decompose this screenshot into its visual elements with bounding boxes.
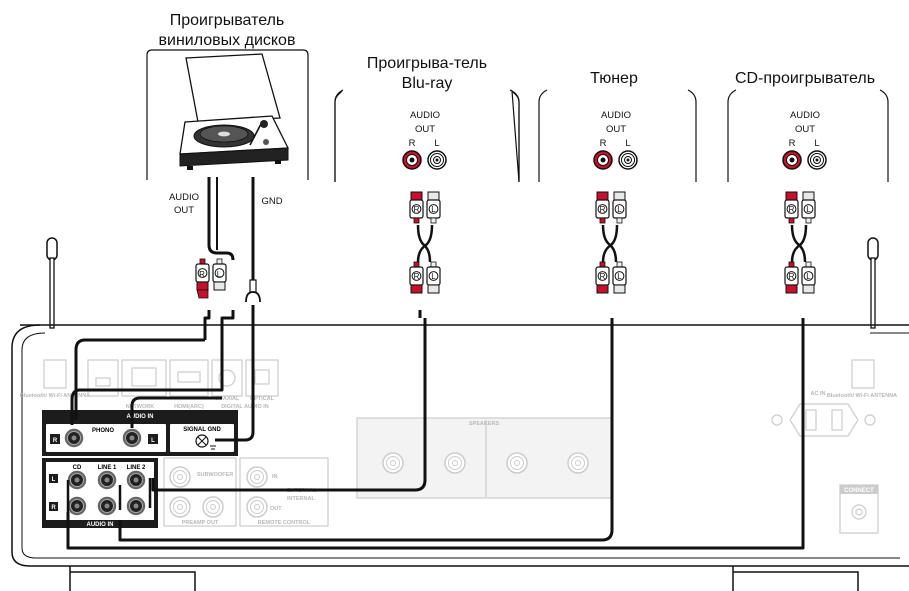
speakers-label: SPEAKERS (469, 421, 500, 427)
phono-r-jack (63, 427, 85, 449)
subwoofer-label: SUBWOOFER (197, 472, 233, 478)
tuner-jack-out: OUT (606, 124, 626, 135)
internal-label: INTERNAL (287, 496, 315, 502)
bluray-title-line2: Blu-ray (402, 75, 453, 92)
line1-label: LINE 1 (98, 465, 117, 471)
phono-l-cable (130, 396, 222, 428)
cd-top-plug-r: R (789, 205, 795, 214)
cd-plug-pair-top: R L (784, 191, 816, 224)
cables (66, 177, 808, 550)
bluray-plug-pair-bottom: R L (409, 261, 441, 294)
phono-label: PHONO (92, 428, 114, 434)
tuner-jack-r-label: R (600, 138, 607, 149)
phono-l-jack (121, 427, 143, 449)
tuner-plug-pair-top: R L (595, 191, 627, 224)
cd-r-jack (66, 495, 88, 517)
bluray-jack-audio: AUDIO (410, 110, 440, 121)
cd-bottom-plug-r: R (789, 272, 795, 281)
bluray-jack-r (402, 150, 422, 170)
tuner-jack-r (593, 150, 613, 170)
bluray-bottom-plug-l: L (431, 272, 436, 281)
bluray-jack-out: OUT (415, 124, 435, 135)
bt-antenna-left-label: Bluetooth/ Wi-Fi ANTENNA (20, 393, 90, 399)
line1-r-jack (96, 495, 118, 517)
network-label: NETWORK (126, 404, 154, 410)
coaxial-label: COAXIAL (215, 396, 240, 402)
tuner-bottom-plug-l: L (617, 272, 622, 281)
cd-jack-r-label: R (789, 138, 796, 149)
bluray-jack-l-label: L (434, 138, 439, 149)
bluray-top-plug-r: R (414, 205, 420, 214)
tuner-top-plug-r: R (600, 205, 606, 214)
tuner-device: AUDIO OUT R L (538, 89, 697, 182)
line1-l-jack (96, 469, 118, 491)
digital-audio-in-label: DIGITAL AUDIO IN (221, 404, 269, 410)
turntable-plug-r-label: R (199, 270, 205, 279)
tuner-cable (118, 318, 614, 542)
cd-title: CD-проигрыватель (735, 70, 875, 87)
tuner-plug-pair-bottom: R L (595, 261, 627, 294)
optical-label: OPTICAL (250, 396, 275, 402)
receiver-rear-panel: Bluetooth/ Wi-Fi ANTENNA Bluetooth/ Wi-F… (11, 237, 909, 591)
bt-antenna-right-label: Bluetooth/ Wi-Fi ANTENNA (827, 393, 897, 399)
preamp-out-label: PREAMP OUT (182, 520, 219, 526)
audio-in-bottom-label: AUDIO IN (87, 522, 114, 528)
tuner-jack-l-label: L (625, 138, 630, 149)
cd-bottom-plug-l: L (806, 272, 811, 281)
connect-label: CONNECT (844, 488, 874, 494)
turntable-cable-r (207, 177, 235, 261)
remote-out-label: OUT (270, 506, 282, 512)
tuner-jack-l (618, 150, 638, 170)
line2-label: LINE 2 (127, 465, 146, 471)
cd-jack-l-label: L (814, 138, 819, 149)
bluray-device: AUDIO OUT R L (334, 89, 520, 183)
turntable-plug-l-label: L (217, 270, 222, 279)
audio-in-r-label: R (51, 505, 56, 511)
hdmi-arc-label: HDMI(ARC) (174, 404, 204, 410)
line2-r-jack (125, 495, 147, 517)
cd-l-jack (66, 469, 88, 491)
signal-gnd-label: SIGNAL GND (183, 427, 221, 433)
turntable-title-line2: виниловых дисков (159, 32, 296, 49)
audio-in-top-label: AUDIO IN (127, 414, 154, 420)
turntable-gnd-label: GND (261, 196, 282, 207)
phono-mid-cable (70, 340, 224, 425)
turntable-plug-pair: R L (195, 258, 227, 299)
bluray-cable-l (151, 318, 427, 492)
bluray-top-plug-l: L (431, 205, 436, 214)
turntable-audio-out-line1: AUDIO (169, 192, 199, 203)
turntable-title-line1: Проигрыватель (170, 12, 285, 29)
tuner-jack-audio: AUDIO (601, 110, 631, 121)
bluray-jack-r-label: R (409, 138, 416, 149)
phono-r-label: R (53, 438, 58, 444)
cd-jack-l (807, 150, 827, 170)
phono-r-cable (74, 338, 205, 420)
cd-plug-pair-bottom: R L (784, 261, 816, 294)
cd-cable (66, 318, 805, 550)
remote-control-label: REMOTE CONTROL (258, 520, 311, 526)
cd-label: CD (73, 465, 82, 471)
turntable-device (146, 49, 309, 180)
cd-top-plug-l: L (806, 205, 811, 214)
bluray-title-line1: Проигрыва-тель (367, 55, 487, 72)
gnd-cable (215, 305, 255, 442)
tuner-top-plug-l: L (617, 205, 622, 214)
cd-jack-r (782, 150, 802, 170)
line2-l-jack (125, 469, 147, 491)
remote-in-label: IN (272, 474, 278, 480)
turntable-audio-out-line2: OUT (174, 205, 194, 216)
tuner-bottom-plug-r: R (600, 272, 606, 281)
phono-l-label: L (151, 438, 155, 444)
bluray-bottom-plug-r: R (414, 272, 420, 281)
cd-device: AUDIO OUT R L (727, 89, 889, 182)
bluray-jack-l (427, 150, 447, 170)
gnd-spade-plug (245, 279, 261, 303)
tuner-title: Тюнер (590, 70, 638, 87)
cd-jack-audio: AUDIO (790, 110, 820, 121)
bluray-plug-pair-top: R L (409, 191, 441, 224)
audio-in-l-label: L (52, 477, 56, 483)
ac-in-label: AC IN (811, 391, 826, 397)
cd-jack-out: OUT (795, 124, 815, 135)
